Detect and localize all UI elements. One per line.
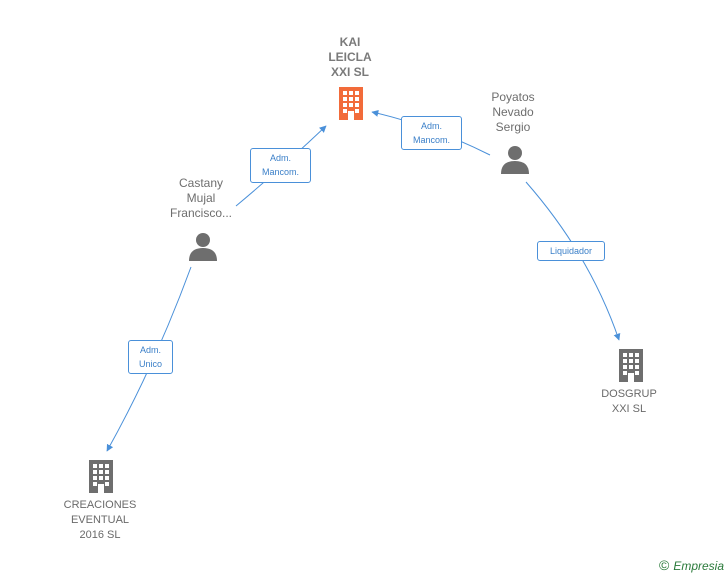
building-icon bbox=[619, 349, 643, 382]
edge-label-poyatos-dosgrup: Liquidador bbox=[537, 241, 605, 261]
creaciones-label: CREACIONES EVENTUAL 2016 SL bbox=[63, 499, 137, 541]
dosgrup-node[interactable] bbox=[615, 348, 647, 382]
brand-name: Empresia bbox=[673, 559, 724, 573]
kai-leicla-label: KAI LEICLA XXI SL bbox=[328, 35, 372, 79]
kai-leicla-node[interactable] bbox=[335, 86, 367, 120]
brand-watermark: ©Empresia bbox=[659, 557, 724, 573]
person-icon bbox=[501, 146, 529, 174]
copyright-icon: © bbox=[658, 557, 670, 573]
building-icon bbox=[89, 460, 113, 493]
creaciones-node[interactable] bbox=[85, 459, 117, 493]
person-icon bbox=[189, 233, 217, 261]
edge-label-poyatos-kai: Adm. Mancom. bbox=[401, 116, 462, 150]
edge-poyatos-dosgrup bbox=[525, 181, 621, 341]
castany-label: Castany Mujal Francisco... bbox=[169, 176, 232, 220]
dosgrup-label: DOSGRUP XXI SL bbox=[601, 388, 657, 415]
edge-label-castany-creaciones: Adm. Unico bbox=[128, 340, 173, 374]
poyatos-label: Poyatos Nevado Sergio bbox=[491, 90, 535, 134]
edge-label-castany-kai: Adm. Mancom. bbox=[250, 148, 311, 183]
poyatos-node[interactable] bbox=[500, 144, 530, 174]
building-icon bbox=[339, 87, 363, 120]
castany-node[interactable] bbox=[188, 231, 218, 261]
